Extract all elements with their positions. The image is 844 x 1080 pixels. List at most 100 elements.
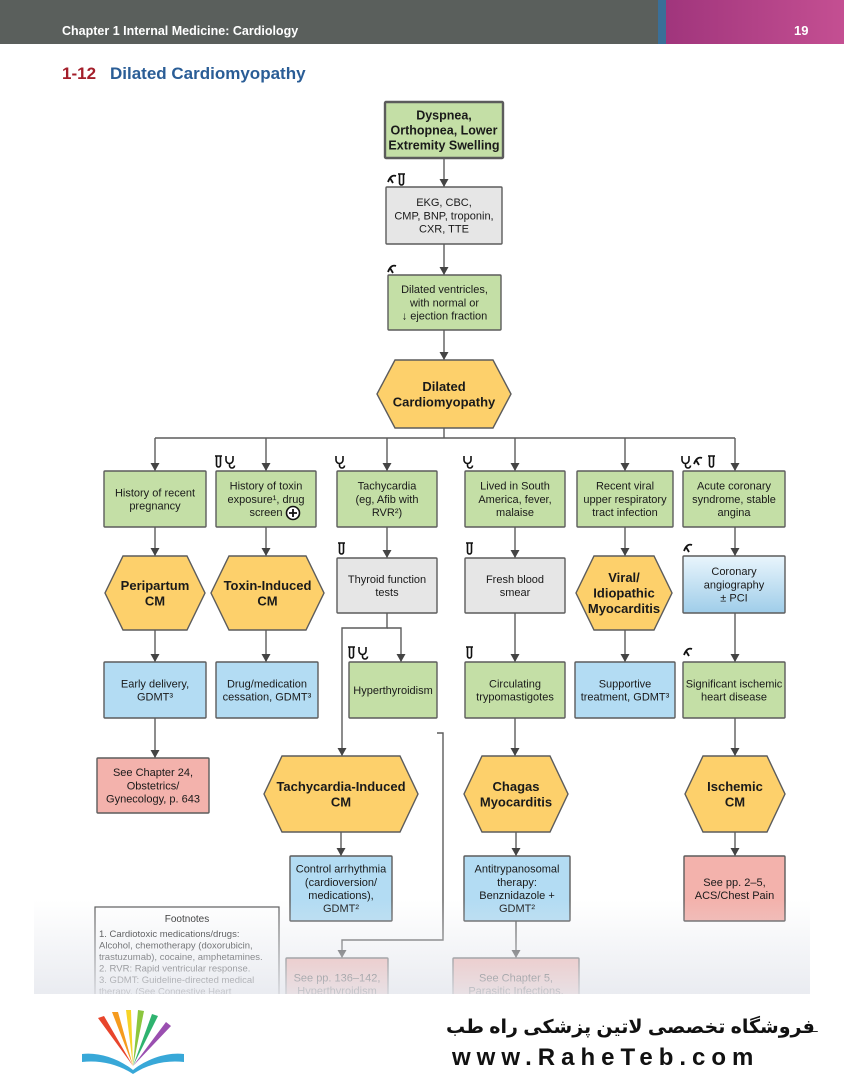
connector-line (387, 627, 402, 662)
stethoscope-icon (358, 647, 369, 660)
node-label: Hyperthyroidism (353, 685, 432, 697)
lab-tube-icon (398, 173, 405, 186)
arrowhead (620, 463, 630, 471)
arrowhead (439, 352, 449, 360)
node-hyperthyroidism: Hyperthyroidism (348, 661, 438, 719)
node-label: Dilated ventricles,with normal or↓ eject… (401, 284, 488, 322)
procedure-icon (683, 543, 693, 553)
connector-line (341, 613, 388, 756)
footer-dash: – (810, 1022, 818, 1038)
stethoscope-icon (463, 456, 474, 469)
arrowhead (510, 550, 520, 558)
arrowhead (150, 548, 160, 556)
node-label: See Chapter 24,Obstetrics/Gynecology, p.… (106, 767, 200, 805)
shop-url[interactable]: www.RaheTeb.com (452, 1044, 760, 1071)
arrowhead (730, 548, 740, 556)
arrowhead (261, 548, 271, 556)
flowchart-icons (215, 173, 715, 660)
arrowhead (730, 848, 740, 856)
arrowhead (261, 463, 271, 471)
arrowhead (510, 463, 520, 471)
node-labs: EKG, CBC,CMP, BNP, troponin,CXR, TTE (385, 186, 503, 245)
stethoscope-icon (335, 456, 346, 469)
arrowhead (439, 267, 449, 275)
arrowhead (620, 654, 630, 662)
arrowhead (511, 848, 521, 856)
header-page-tab (666, 0, 844, 44)
arrowhead (730, 463, 740, 471)
positive-icon (285, 505, 301, 521)
procedure-icon (387, 264, 397, 274)
arrowhead (261, 654, 271, 662)
arrowhead (396, 654, 406, 662)
arrowhead (620, 548, 630, 556)
page-bottom-fade (34, 900, 810, 994)
arrowhead (382, 463, 392, 471)
lab-tube-icon (348, 646, 355, 659)
arrowhead (382, 550, 392, 558)
arrowhead (730, 748, 740, 756)
lab-tube-icon (466, 542, 473, 555)
arrowhead (337, 748, 347, 756)
arrowhead (150, 654, 160, 662)
arrowhead (150, 750, 160, 758)
arrowhead (730, 654, 740, 662)
stethoscope-icon (681, 456, 692, 469)
lab-tube-icon (466, 646, 473, 659)
book-logo (82, 1010, 184, 1074)
node-dilated-ventricles: Dilated ventricles,with normal or↓ eject… (387, 274, 502, 331)
lab-tube-icon (338, 542, 345, 555)
node-early-delivery: Early delivery,GDMT³ (103, 661, 207, 719)
page-number: 19 (794, 23, 809, 38)
section-number: 1-12 (62, 64, 97, 83)
procedure-icon (693, 456, 703, 466)
procedure-icon (683, 647, 693, 657)
node-label: EKG, CBC,CMP, BNP, troponin,CXR, TTE (394, 197, 493, 235)
shop-name: فروشگاه تخصصی لاتین پزشکی راه طب (446, 1017, 815, 1038)
lab-tube-icon (215, 455, 222, 468)
chapter-title: Chapter 1 Internal Medicine: Cardiology (62, 24, 299, 38)
section-title: Dilated Cardiomyopathy (110, 64, 306, 83)
header-accent-stripe (658, 0, 666, 44)
arrowhead (510, 748, 520, 756)
arrowhead (439, 179, 449, 187)
lab-tube-icon (708, 455, 715, 468)
